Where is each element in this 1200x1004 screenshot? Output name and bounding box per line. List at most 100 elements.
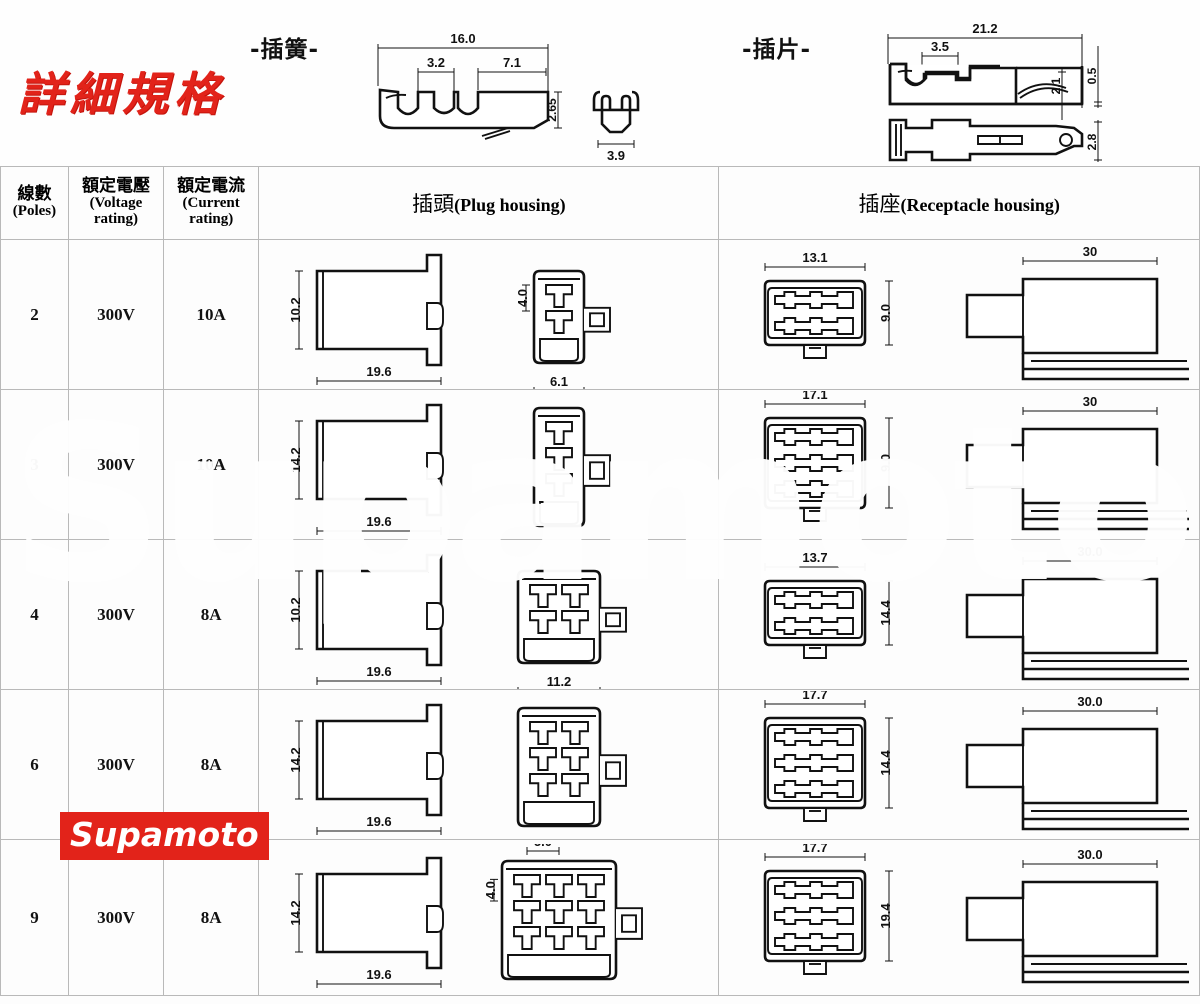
- plug-housing-drawing: 14.2 19.6 6.1: [288, 403, 612, 539]
- dim-plug-length: 19.6: [367, 664, 392, 679]
- male-terminal-label: -插片-: [742, 37, 812, 63]
- dim-recep-length: 30: [1083, 394, 1097, 409]
- dim-plug-length: 19.6: [367, 364, 392, 379]
- supamoto-logo-text: Supamoto: [70, 815, 259, 854]
- col-header-plug-cn: 插頭: [412, 192, 455, 216]
- dim-recep-length: 30.0: [1078, 694, 1103, 709]
- row-current-value: 8A: [200, 604, 222, 624]
- dim-plug-height: 10.2: [288, 297, 303, 322]
- male-terminal-drawing: 21.2 3.5 2.1 0.5: [887, 21, 1102, 162]
- row-plug-diagram: 14.219.616.24.05.0: [258, 839, 720, 996]
- plug-housing-drawing: 14.2 19.6 11.2: [288, 703, 628, 839]
- row-voltage-value: 300V: [97, 907, 135, 927]
- dim-recep-front-width: 13.1: [803, 250, 828, 265]
- row-plug-diagram: 14.2 19.6 6.1: [258, 389, 720, 540]
- dim-plug-front-width: 11.2: [547, 674, 572, 689]
- dim-female-length: 16.0: [450, 31, 475, 46]
- receptacle-housing-drawing: 13.19.030: [764, 244, 1190, 380]
- dim-male-crimp-a: 3.5: [931, 39, 949, 54]
- dim-female-section-width: 3.9: [607, 148, 625, 163]
- receptacle-housing-drawing: 17.19.030: [764, 391, 1190, 530]
- row-poles-value: 6: [30, 754, 39, 774]
- female-terminal-drawing: 16.0 3.2 7.1 2.65 3.9: [377, 31, 640, 163]
- dim-male-length: 21.2: [972, 21, 997, 36]
- col-header-voltage-cn: 額定電壓: [81, 176, 150, 197]
- dim-plug-length: 19.6: [367, 514, 392, 529]
- receptacle-housing-drawing: 13.714.430.0: [764, 544, 1190, 680]
- dim-female-crimp-a: 3.2: [427, 55, 445, 70]
- dim-plug-front-width: 11.2: [547, 837, 572, 839]
- row-poles-value: 4: [30, 604, 39, 624]
- row-current-value: 10A: [196, 454, 226, 474]
- col-header-voltage: 額定電壓 (Voltage rating): [67, 166, 165, 240]
- col-header-current-en1: (Current: [182, 195, 240, 212]
- row-voltage: 300V: [67, 239, 165, 390]
- header-band: 詳細規格 -插簧- -插片- 16.0 3.2 7.1: [0, 0, 1200, 166]
- col-header-voltage-en2: rating): [93, 210, 139, 227]
- dim-female-crimp-b: 7.1: [503, 55, 521, 70]
- col-header-receptacle-housing: 插座(Receptacle housing): [718, 166, 1200, 240]
- row-voltage: 300V: [67, 839, 165, 996]
- receptacle-housing-drawing: 17.719.430.0: [764, 844, 1190, 983]
- dim-recep-front-height: 14.4: [878, 749, 893, 775]
- row-current-value: 10A: [196, 304, 226, 324]
- row-poles: 4: [0, 539, 69, 690]
- row-voltage-value: 300V: [97, 454, 135, 474]
- col-header-poles-cn: 線數: [17, 184, 52, 205]
- row-poles: 2: [0, 239, 69, 390]
- dim-plug-pitch-h: 5.0: [534, 844, 552, 849]
- row-current-value: 8A: [200, 907, 222, 927]
- row-voltage: 300V: [67, 389, 165, 540]
- table-row: 3 300V 10A 14.2 19.6 6.1 17.19.030: [0, 389, 1200, 540]
- row-current: 10A: [162, 239, 260, 390]
- page-title: 詳細規格: [18, 67, 226, 121]
- dim-plug-height: 14.2: [288, 747, 303, 772]
- dim-recep-length: 30.0: [1078, 544, 1103, 559]
- dim-recep-front-width: 17.7: [803, 844, 828, 855]
- dim-recep-front-width: 13.7: [803, 550, 828, 565]
- supamoto-logo: Supamoto: [60, 812, 269, 860]
- row-poles: 6: [0, 689, 69, 840]
- dim-male-height: 2.1: [1049, 77, 1063, 94]
- dim-plug-length: 19.6: [367, 814, 392, 829]
- plug-housing-drawing: 10.2 19.6 6.1 4.0: [288, 253, 612, 389]
- row-plug-diagram: 10.2 19.6 6.1 4.0: [258, 239, 720, 390]
- dim-plug-front-width: 6.1: [550, 374, 568, 389]
- row-poles-value: 2: [30, 304, 39, 324]
- table-header-row: 線數 (Poles) 額定電壓 (Voltage rating) 額定電流 (C…: [0, 166, 1200, 240]
- plug-housing-drawing: 10.219.611.2: [288, 553, 628, 689]
- col-header-current-en2: rating): [189, 210, 234, 227]
- receptacle-housing-drawing: 17.7 14.4 30.0: [764, 691, 1190, 830]
- dim-plug-front-width: 16.2: [547, 990, 572, 992]
- dim-male-blade-width: 2.8: [1085, 133, 1099, 150]
- dim-recep-front-width: 17.7: [803, 691, 828, 702]
- dim-plug-pitch: 4.0: [515, 288, 530, 306]
- row-poles-value: 3: [30, 454, 39, 474]
- dim-recep-front-height: 19.4: [878, 902, 893, 928]
- spec-table: 線數 (Poles) 額定電壓 (Voltage rating) 額定電流 (C…: [0, 166, 1200, 996]
- dim-recep-length: 30: [1083, 244, 1097, 259]
- row-voltage-value: 300V: [97, 304, 135, 324]
- dim-plug-height: 14.2: [288, 900, 303, 925]
- dim-plug-length: 19.6: [367, 967, 392, 982]
- col-header-recep-en: (Receptacle housing): [900, 195, 1060, 215]
- row-voltage-value: 300V: [97, 604, 135, 624]
- col-header-plug-housing: 插頭(Plug housing): [258, 166, 720, 240]
- col-header-voltage-en1: (Voltage: [89, 195, 143, 212]
- row-current: 10A: [162, 389, 260, 540]
- plug-housing-drawing: 14.219.616.24.05.0: [288, 844, 644, 992]
- dim-plug-height: 14.2: [288, 447, 303, 472]
- row-poles: 3: [0, 389, 69, 540]
- dim-plug-front-width: 6.1: [550, 537, 568, 539]
- dim-female-height: 2.65: [545, 98, 559, 122]
- col-header-recep-cn: 插座: [858, 192, 901, 216]
- row-voltage: 300V: [67, 539, 165, 690]
- row-poles: 9: [0, 839, 69, 996]
